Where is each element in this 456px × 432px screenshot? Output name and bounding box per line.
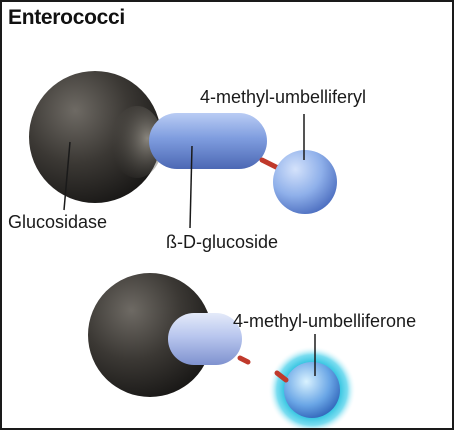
enzyme-sphere-top	[29, 71, 163, 203]
cleaved-bond-stub	[237, 355, 251, 365]
glucoside-capsule-bottom	[168, 313, 242, 365]
reaction-diagram: 4-methyl-umbelliferyl Glucosidase ß-D-gl…	[8, 71, 416, 428]
label-glucoside: ß-D-glucoside	[166, 232, 278, 252]
glucoside-capsule-top	[149, 113, 267, 169]
umbelliferyl-sphere	[273, 150, 337, 214]
label-umbelliferyl: 4-methyl-umbelliferyl	[200, 87, 366, 107]
label-glucosidase: Glucosidase	[8, 212, 107, 232]
enzyme-sphere-bottom	[88, 273, 212, 397]
glucoside-leader-line	[189, 145, 193, 229]
released-bond-stub	[274, 370, 289, 383]
glucosidase-leader-line	[63, 141, 71, 211]
fluorescent-umbelliferone	[268, 346, 356, 428]
diagram-title: Enterococci	[8, 6, 125, 29]
label-umbelliferone: 4-methyl-umbelliferone	[233, 311, 416, 331]
